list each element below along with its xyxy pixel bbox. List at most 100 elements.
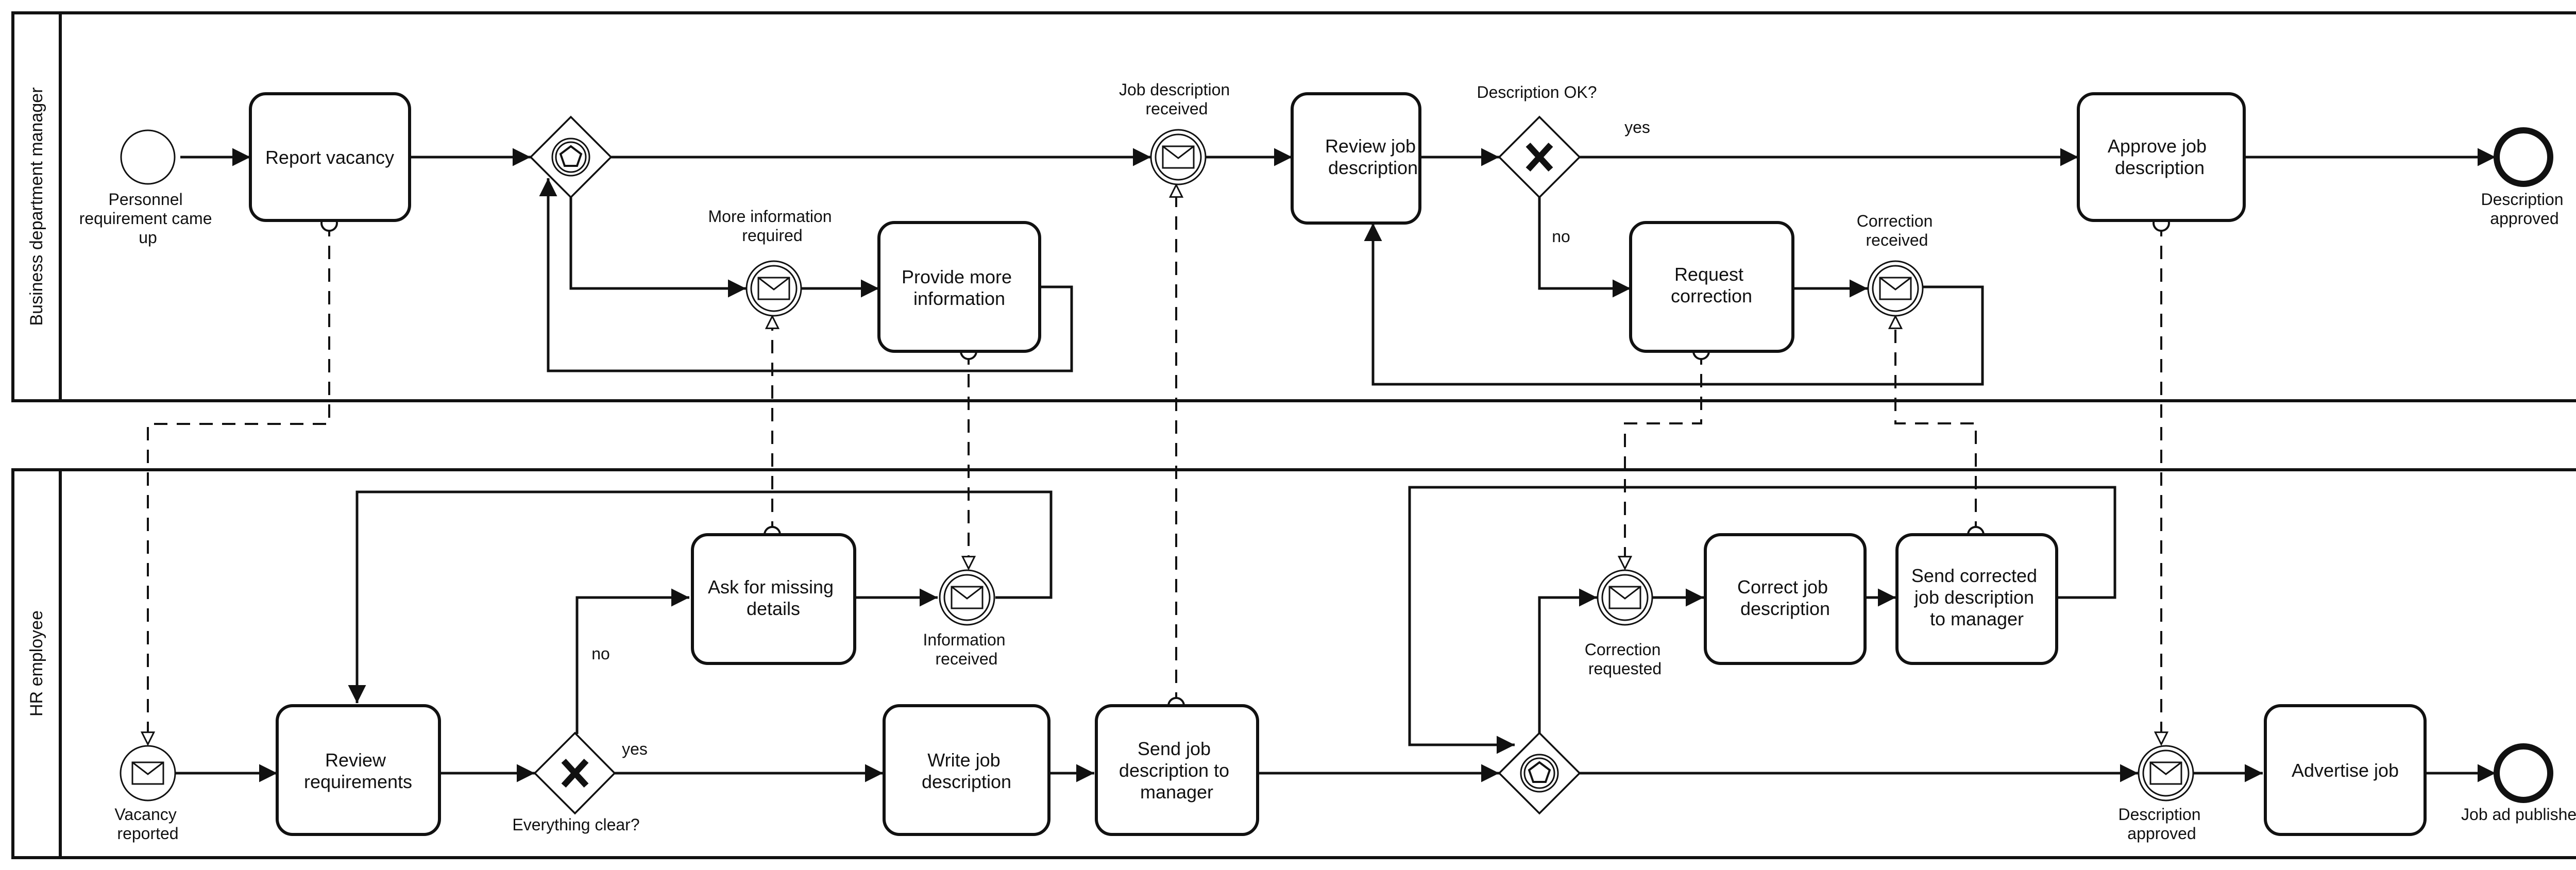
event-label: Description approved xyxy=(2119,805,2206,843)
x-icon xyxy=(1526,142,1553,172)
task-box xyxy=(877,221,1041,353)
flow-info-received-back-to-review xyxy=(348,490,1053,703)
task-label: Ask for missing details xyxy=(708,576,839,619)
task-box xyxy=(2077,92,2246,222)
task-review-job-description[interactable]: Review job description xyxy=(1291,92,1421,225)
event-label: Correction requested xyxy=(1585,640,1666,678)
task-label: Send corrected job description to manage… xyxy=(1911,565,2042,629)
gateway-inner-ring xyxy=(555,141,587,173)
task-box xyxy=(1629,221,1794,353)
task-label: Approve job description xyxy=(2108,135,2212,178)
flow-label-no: no xyxy=(591,644,610,663)
task-box xyxy=(1291,92,1421,225)
flow-event-gateway-to-correction-req xyxy=(1538,588,1597,734)
task-review-requirements[interactable]: Review requirements xyxy=(276,704,441,836)
flow-clear-no xyxy=(575,588,689,734)
task-send-job-description[interactable]: Send job description to manager xyxy=(1095,704,1259,836)
flow-label-yes: yes xyxy=(622,740,648,758)
end-event-circle xyxy=(2494,127,2553,187)
flow-gateway-to-more-info xyxy=(569,197,746,298)
task-label: Correct job description xyxy=(1737,576,1833,619)
start-event-label: Personnel requirement came up xyxy=(79,190,217,247)
msgflow-request-to-correction-req xyxy=(1625,351,1702,569)
lane-hr-label: HR employee xyxy=(27,610,46,717)
task-write-job-description[interactable]: Write job description xyxy=(883,704,1050,836)
task-label: Write job description xyxy=(922,749,1011,792)
end-event-job-ad-published: Job ad published xyxy=(2461,743,2576,824)
task-box xyxy=(1895,533,2058,665)
event-label: Job description received xyxy=(1119,80,1234,118)
end-event-description-approved: Description approved xyxy=(2481,127,2568,228)
flow-label-no: no xyxy=(1552,227,1570,246)
event-gateway-hr xyxy=(1498,731,1581,815)
event-label: Vacancy reported xyxy=(114,805,181,843)
task-provide-more-information[interactable]: Provide more information xyxy=(877,221,1041,353)
task-label: Report vacancy xyxy=(265,147,394,168)
task-box xyxy=(691,533,856,665)
x-icon xyxy=(561,758,589,788)
gateway-description-ok: Description OK? xyxy=(1477,83,1597,199)
task-label: Send job description to manager xyxy=(1119,738,1234,803)
task-advertise-job[interactable]: Advertise job xyxy=(2264,704,2427,836)
event-more-information-required: More information required xyxy=(708,207,837,317)
lane-manager-label: Business department manager xyxy=(27,87,46,326)
task-label: Review job description xyxy=(1325,135,1421,178)
envelope-icon xyxy=(1608,586,1641,609)
task-approve-job-description[interactable]: Approve job description xyxy=(2077,92,2246,222)
task-box xyxy=(1704,533,1867,665)
pentagon-icon xyxy=(559,145,583,167)
end-event-label: Job ad published xyxy=(2461,805,2576,824)
pentagon-icon xyxy=(1528,761,1551,783)
task-correct-job-description[interactable]: Correct job description xyxy=(1704,533,1867,665)
msgflow-send-corrected-to-correction-received xyxy=(1895,316,1977,535)
end-event-label: Description approved xyxy=(2481,190,2568,228)
task-box xyxy=(276,704,441,836)
envelope-icon xyxy=(951,586,984,609)
event-job-description-received: Job description received xyxy=(1119,80,1234,185)
event-description-approved: Description approved xyxy=(2119,745,2206,843)
flow-correction-received-back-to-review xyxy=(1364,223,1984,386)
end-event-circle xyxy=(2494,743,2553,803)
event-correction-requested: Correction requested xyxy=(1585,569,1666,678)
envelope-icon xyxy=(1162,145,1195,169)
flow-provide-back-to-gateway xyxy=(539,178,1073,372)
flow-send-corrected-back-to-gateway xyxy=(1408,486,2116,754)
start-event-personnel-requirement: Personnel requirement came up xyxy=(79,129,217,247)
event-gateway-manager xyxy=(529,115,613,199)
envelope-icon xyxy=(131,761,164,785)
task-box xyxy=(249,92,411,222)
lane-hr-header xyxy=(11,468,62,859)
task-box xyxy=(2264,704,2427,836)
gateway-everything-clear: Everything clear? xyxy=(512,731,640,834)
gateway-outer-ring xyxy=(551,138,590,177)
gateway-inner-ring xyxy=(1523,757,1555,789)
envelope-icon xyxy=(2149,761,2182,785)
flow-label-yes: yes xyxy=(1624,118,1650,137)
task-send-corrected-job-description[interactable]: Send corrected job description to manage… xyxy=(1895,533,2058,665)
event-label: Information received xyxy=(923,630,1010,668)
gateway-outer-ring xyxy=(1520,754,1559,793)
event-label: Correction received xyxy=(1857,212,1938,249)
gateway-label: Description OK? xyxy=(1477,83,1597,101)
lane-manager-header xyxy=(11,11,62,402)
start-event-circle xyxy=(120,129,176,185)
task-report-vacancy[interactable]: Report vacancy xyxy=(249,92,411,222)
event-correction-received: Correction received xyxy=(1857,212,1938,317)
envelope-icon xyxy=(757,277,790,300)
task-box xyxy=(1095,704,1259,836)
msgflow-report-to-vacancy xyxy=(148,223,330,744)
flow-decision-no xyxy=(1538,197,1631,298)
task-label: Review requirements xyxy=(304,749,412,792)
gateway-diamond xyxy=(529,115,613,199)
task-request-correction[interactable]: Request correction xyxy=(1629,221,1794,353)
task-label: Advertise job xyxy=(2292,760,2399,781)
task-label: Provide more information xyxy=(902,266,1017,309)
event-vacancy-reported: Vacancy reported xyxy=(114,745,181,843)
task-label: Request correction xyxy=(1671,264,1752,306)
gateway-label: Everything clear? xyxy=(512,815,639,834)
gateway-diamond xyxy=(1498,731,1581,815)
task-ask-for-missing-details[interactable]: Ask for missing details xyxy=(691,533,856,665)
event-label: More information required xyxy=(708,207,837,245)
event-information-received: Information received xyxy=(923,569,1010,668)
